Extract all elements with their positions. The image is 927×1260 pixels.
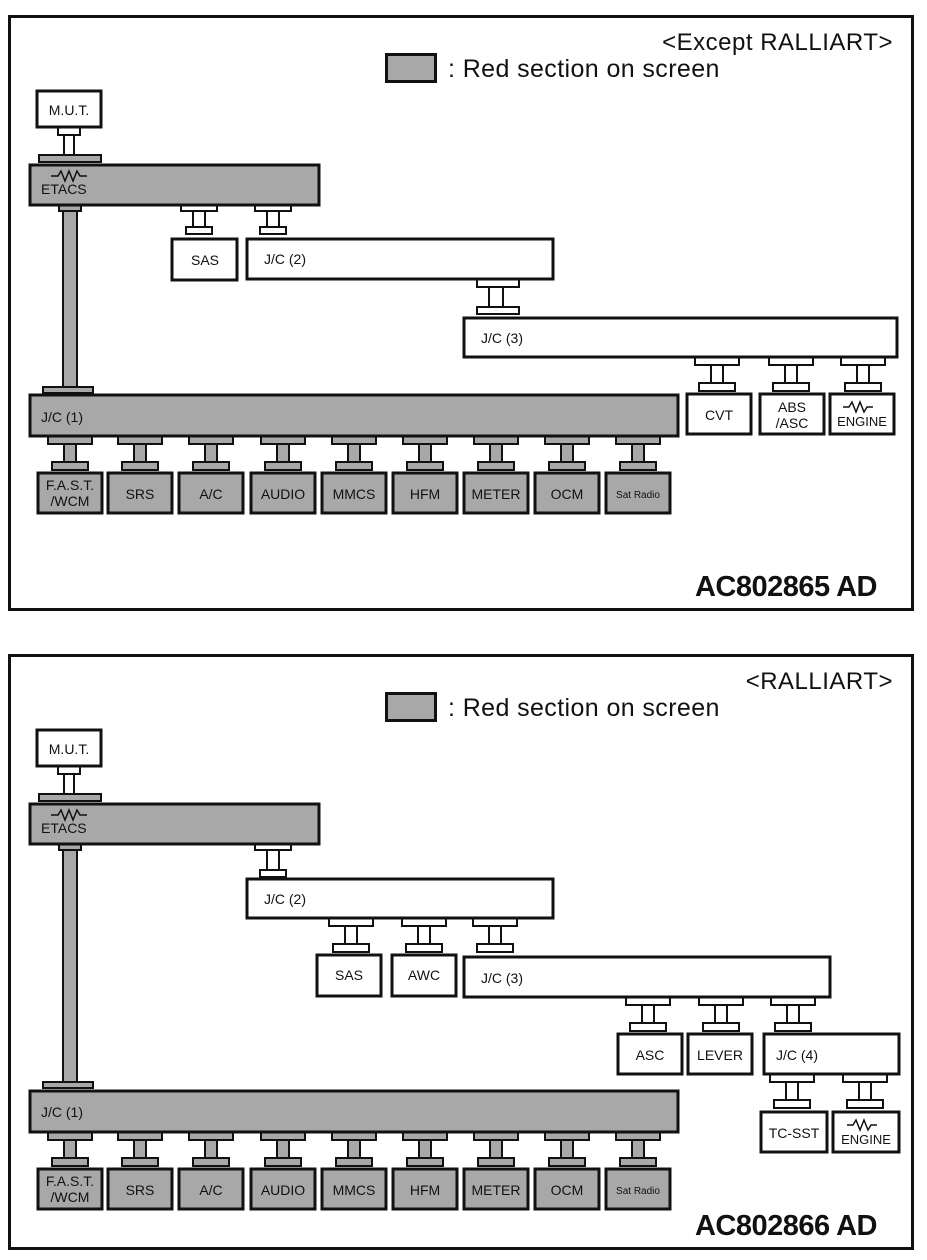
resistor-icon (847, 1117, 877, 1133)
figure-code: AC802865 AD (694, 571, 878, 603)
legend-label: : Red section on screen (448, 694, 720, 722)
node-hfm: HFM (391, 471, 459, 515)
jc1-branch-connectors (47, 1131, 661, 1167)
node-wcm-label: /WCM (51, 1189, 90, 1205)
node-fast-label: F.A.S.T. (46, 1173, 94, 1189)
node-sas: SAS (315, 953, 383, 998)
node-sat-radio: Sat Radio (604, 471, 672, 515)
figure-code: AC802866 AD (694, 1210, 878, 1242)
legend-label: : Red section on screen (448, 55, 720, 83)
node-fast-wcm: F.A.S.T. /WCM (36, 471, 104, 515)
network-diagram: M.U.T. ETACS SAS J/C (2) J/C (3) J/C (28, 89, 899, 515)
node-jc1-label: J/C (1) (41, 1104, 83, 1120)
legend-red-swatch (385, 692, 437, 722)
node-etacs: ETACS (28, 163, 321, 207)
node-jc3-label: J/C (3) (481, 330, 523, 346)
node-fast-label: F.A.S.T. (46, 477, 94, 493)
node-jc3-label: J/C (3) (481, 970, 523, 986)
node-jc2-label: J/C (2) (264, 251, 306, 267)
node-mmcs: MMCS (320, 1167, 388, 1211)
resistor-icon (843, 399, 873, 415)
node-audio-label: AUDIO (261, 486, 305, 502)
node-meter-label: METER (472, 1182, 521, 1198)
node-ocm-label: OCM (551, 1182, 584, 1198)
node-engine: ENGINE (831, 1110, 901, 1154)
node-mut: M.U.T. (35, 89, 103, 129)
diagram-panel-ralliart: <RALLIART> : Red section on screen (8, 654, 914, 1250)
node-mut: M.U.T. (35, 728, 103, 768)
diagram-panel-except-ralliart: <Except RALLIART> : Red section on scree… (8, 15, 914, 611)
node-etacs-label: ETACS (41, 181, 87, 197)
node-srs-label: SRS (126, 1182, 155, 1198)
node-jc4-label: J/C (4) (776, 1047, 818, 1063)
node-jc4: J/C (4) (762, 1032, 901, 1076)
node-engine-label: ENGINE (841, 1132, 891, 1147)
node-meter: METER (462, 471, 530, 515)
node-sas-label: SAS (335, 967, 363, 983)
node-wcm-label: /WCM (51, 493, 90, 509)
node-audio-label: AUDIO (261, 1182, 305, 1198)
node-sat-radio: Sat Radio (604, 1167, 672, 1211)
node-engine: ENGINE (828, 392, 896, 436)
node-mmcs-label: MMCS (333, 486, 376, 502)
node-fast-wcm: F.A.S.T. /WCM (36, 1167, 104, 1211)
node-awc: AWC (390, 953, 458, 998)
node-asc: ASC (616, 1032, 684, 1076)
node-jc1-label: J/C (1) (41, 409, 83, 425)
node-mmcs-label: MMCS (333, 1182, 376, 1198)
variant-label: <RALLIART> (745, 668, 893, 695)
node-ac: A/C (177, 471, 245, 515)
node-asc-label: ASC (636, 1047, 665, 1063)
node-engine-label: ENGINE (837, 414, 887, 429)
node-jc1: J/C (1) (28, 1089, 680, 1134)
node-jc1: J/C (1) (28, 393, 680, 438)
node-meter: METER (462, 1167, 530, 1211)
node-lever: LEVER (686, 1032, 754, 1076)
node-meter-label: METER (472, 486, 521, 502)
node-ac-label: A/C (199, 1182, 222, 1198)
node-etacs: ETACS (28, 802, 321, 846)
node-jc2-label: J/C (2) (264, 891, 306, 907)
node-ac: A/C (177, 1167, 245, 1211)
node-etacs-label: ETACS (41, 820, 87, 836)
node-hfm-label: HFM (410, 1182, 440, 1198)
node-mut-label: M.U.T. (49, 741, 89, 757)
node-abs-asc: ABS /ASC (758, 392, 826, 436)
node-lever-label: LEVER (697, 1047, 743, 1063)
node-ocm-label: OCM (551, 486, 584, 502)
jc1-branch-connectors (47, 435, 661, 471)
node-ocm: OCM (533, 1167, 601, 1211)
node-jc2: J/C (2) (245, 877, 555, 920)
node-abs-label: ABS (778, 399, 806, 415)
node-jc3: J/C (3) (462, 316, 899, 359)
node-audio: AUDIO (249, 1167, 317, 1211)
node-tc-sst: TC-SST (759, 1110, 829, 1154)
node-hfm: HFM (391, 1167, 459, 1211)
node-mut-label: M.U.T. (49, 102, 89, 118)
variant-label: <Except RALLIART> (662, 29, 893, 56)
node-ac-label: A/C (199, 486, 222, 502)
node-mmcs: MMCS (320, 471, 388, 515)
node-cvt: CVT (685, 392, 753, 436)
node-jc2: J/C (2) (245, 237, 555, 281)
resistor-icon (51, 168, 87, 184)
node-hfm-label: HFM (410, 486, 440, 502)
node-jc3: J/C (3) (462, 955, 832, 999)
node-awc-label: AWC (408, 967, 440, 983)
network-diagram: M.U.T. ETACS J/C (2) SAS AWC J/C (3) (28, 728, 901, 1211)
node-asc-label: /ASC (776, 415, 809, 431)
node-cvt-label: CVT (705, 407, 733, 423)
node-srs-label: SRS (126, 486, 155, 502)
legend-red-swatch (385, 53, 437, 83)
node-ocm: OCM (533, 471, 601, 515)
node-srs: SRS (106, 1167, 174, 1211)
node-sas: SAS (170, 237, 239, 282)
node-sat-radio-label: Sat Radio (616, 490, 660, 501)
resistor-icon (51, 807, 87, 823)
node-sat-radio-label: Sat Radio (616, 1186, 660, 1197)
node-tc-sst-label: TC-SST (769, 1125, 820, 1141)
node-sas-label: SAS (191, 252, 219, 268)
node-audio: AUDIO (249, 471, 317, 515)
node-srs: SRS (106, 471, 174, 515)
